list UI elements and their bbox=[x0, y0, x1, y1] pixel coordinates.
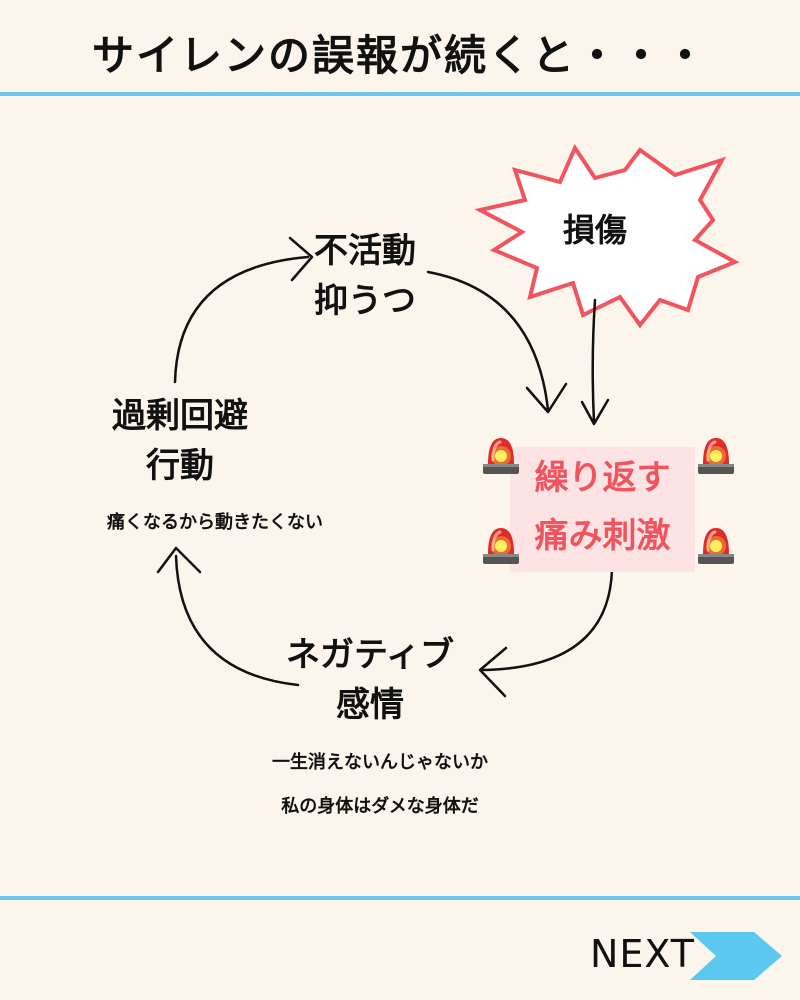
negative-line2: 感情 bbox=[336, 685, 404, 725]
page-title: サイレンの誤報が続くと・・・ bbox=[91, 31, 708, 80]
top-divider bbox=[0, 92, 800, 96]
inactivity-line2: 抑うつ bbox=[314, 281, 416, 321]
inactivity-node: 不活動 抑うつ bbox=[270, 226, 460, 326]
avoidance-sub: 痛くなるから動きたくない bbox=[107, 512, 323, 533]
inactivity-to-stimulus-arrow bbox=[426, 270, 550, 412]
avoidance-line2: 行動 bbox=[146, 446, 214, 486]
stimulus-line1: 繰り返す bbox=[534, 458, 671, 498]
bottom-divider bbox=[0, 896, 800, 900]
chevron-arrow-icon[interactable] bbox=[688, 930, 784, 982]
avoidance-node: 過剰回避 行動 bbox=[80, 391, 280, 491]
negative-to-avoidance-arrow bbox=[174, 554, 300, 687]
avoidance-to-inactivity-arrow bbox=[173, 255, 310, 384]
next-button-label[interactable]: NEXT bbox=[590, 932, 696, 976]
stimulus-highlight bbox=[510, 447, 695, 572]
inactivity-arrowhead bbox=[525, 382, 568, 414]
siren-icon bbox=[483, 528, 519, 564]
siren-icon bbox=[698, 438, 734, 474]
siren-icon bbox=[698, 528, 734, 564]
negative-arrowhead bbox=[156, 546, 202, 574]
stimulus-node: 繰り返す 痛み刺激 bbox=[510, 449, 695, 565]
stimulus-line2: 痛み刺激 bbox=[534, 516, 671, 556]
injury-label: 損傷 bbox=[562, 211, 627, 249]
avoidance-line1: 過剰回避 bbox=[112, 396, 248, 436]
stimulus-arrowhead bbox=[478, 646, 508, 698]
avoidance-arrowhead bbox=[288, 236, 314, 282]
negative-sub2: 私の身体はダメな身体だ bbox=[281, 796, 479, 817]
injury-arrowhead bbox=[580, 398, 610, 426]
injury-burst-shape bbox=[474, 143, 740, 329]
stimulus-to-negative-arrow bbox=[480, 566, 614, 672]
injury-to-stimulus-arrow bbox=[591, 298, 597, 424]
negative-line1: ネガティブ bbox=[286, 635, 454, 675]
inactivity-line1: 不活動 bbox=[314, 231, 416, 271]
negative-node: ネガティブ 感情 bbox=[245, 630, 495, 730]
siren-icon bbox=[483, 438, 519, 474]
negative-sub1: 一生消えないんじゃないか bbox=[272, 752, 488, 773]
